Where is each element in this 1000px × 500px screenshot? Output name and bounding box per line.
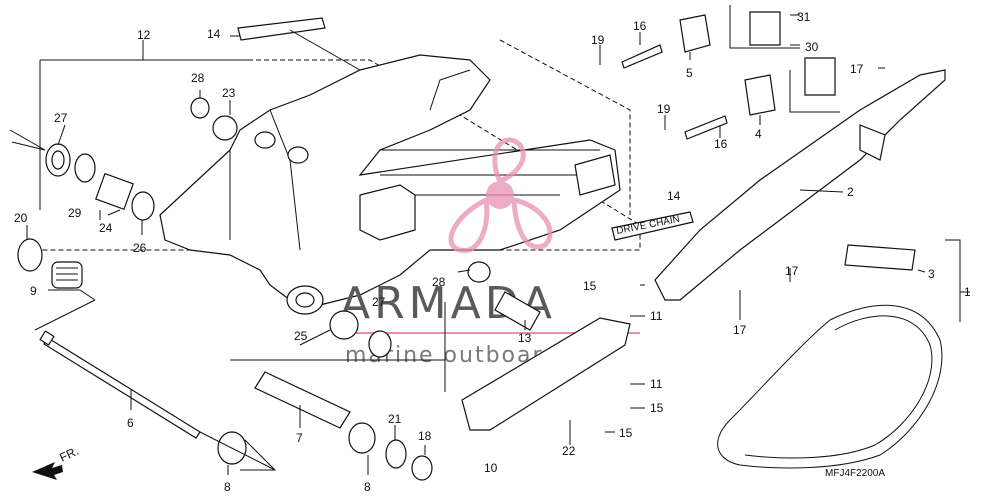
label-22: 22 [562, 444, 576, 458]
label-18: 18 [418, 429, 432, 443]
label-8a: 8 [224, 480, 231, 494]
label-25: 25 [294, 329, 308, 343]
assembly-outline [39, 39, 641, 251]
label-6: 6 [127, 416, 134, 430]
label-23: 23 [222, 86, 236, 100]
label-17a: 17 [850, 62, 864, 76]
drive-chain [717, 304, 943, 469]
label-24: 24 [99, 221, 113, 235]
label-2: 2 [847, 185, 854, 199]
collar [254, 371, 351, 429]
label-19b: 19 [657, 102, 671, 116]
pivot-shaft [39, 330, 201, 439]
label-16b: 16 [714, 137, 728, 151]
label-5: 5 [686, 66, 693, 80]
label-30: 30 [805, 40, 819, 54]
label-3: 3 [928, 267, 935, 281]
label-31: 31 [797, 10, 811, 24]
label-16a: 16 [633, 19, 647, 33]
label-14b: 14 [667, 189, 681, 203]
adjusters [621, 11, 916, 271]
label-17c: 17 [733, 323, 747, 337]
swingarm [159, 54, 621, 315]
label-15a: 15 [583, 279, 597, 293]
label-19a: 19 [591, 33, 605, 47]
label-9: 9 [30, 284, 37, 298]
chain-slider [461, 317, 631, 431]
label-10: 10 [484, 461, 498, 475]
label-29: 29 [68, 206, 82, 220]
front-direction-arrow: FR. [32, 444, 81, 480]
watermark-logo [448, 137, 553, 253]
label-27a: 27 [54, 111, 68, 125]
part-code: MFJ4F2200A [825, 468, 885, 479]
label-11a: 11 [650, 309, 663, 323]
bearing-stack [17, 97, 541, 481]
label-14a: 14 [207, 27, 221, 41]
label-27b: 27 [372, 295, 386, 309]
callout-labels: 1 2 3 4 5 6 7 8 8 9 10 11 11 12 13 14 14… [14, 10, 971, 494]
label-15b: 15 [650, 401, 664, 415]
label-15c: 15 [619, 426, 633, 440]
label-12: 12 [137, 28, 151, 42]
label-11b: 11 [650, 377, 663, 391]
svg-text:FR.: FR. [57, 444, 80, 465]
spring [51, 261, 83, 289]
label-4: 4 [755, 127, 762, 141]
label-7: 7 [296, 431, 303, 445]
label-28b: 28 [432, 275, 446, 289]
label-26: 26 [133, 241, 147, 255]
label-28a: 28 [191, 71, 205, 85]
label-13: 13 [518, 331, 532, 345]
svg-text:DRIVE CHAIN: DRIVE CHAIN [615, 214, 680, 237]
label-17b: 17 [785, 264, 799, 278]
chain-guard [654, 69, 946, 301]
label-20: 20 [14, 211, 28, 225]
label-21: 21 [388, 412, 402, 426]
leader-lines [9, 5, 970, 475]
label-1: 1 [964, 285, 971, 299]
label-8b: 8 [364, 480, 371, 494]
